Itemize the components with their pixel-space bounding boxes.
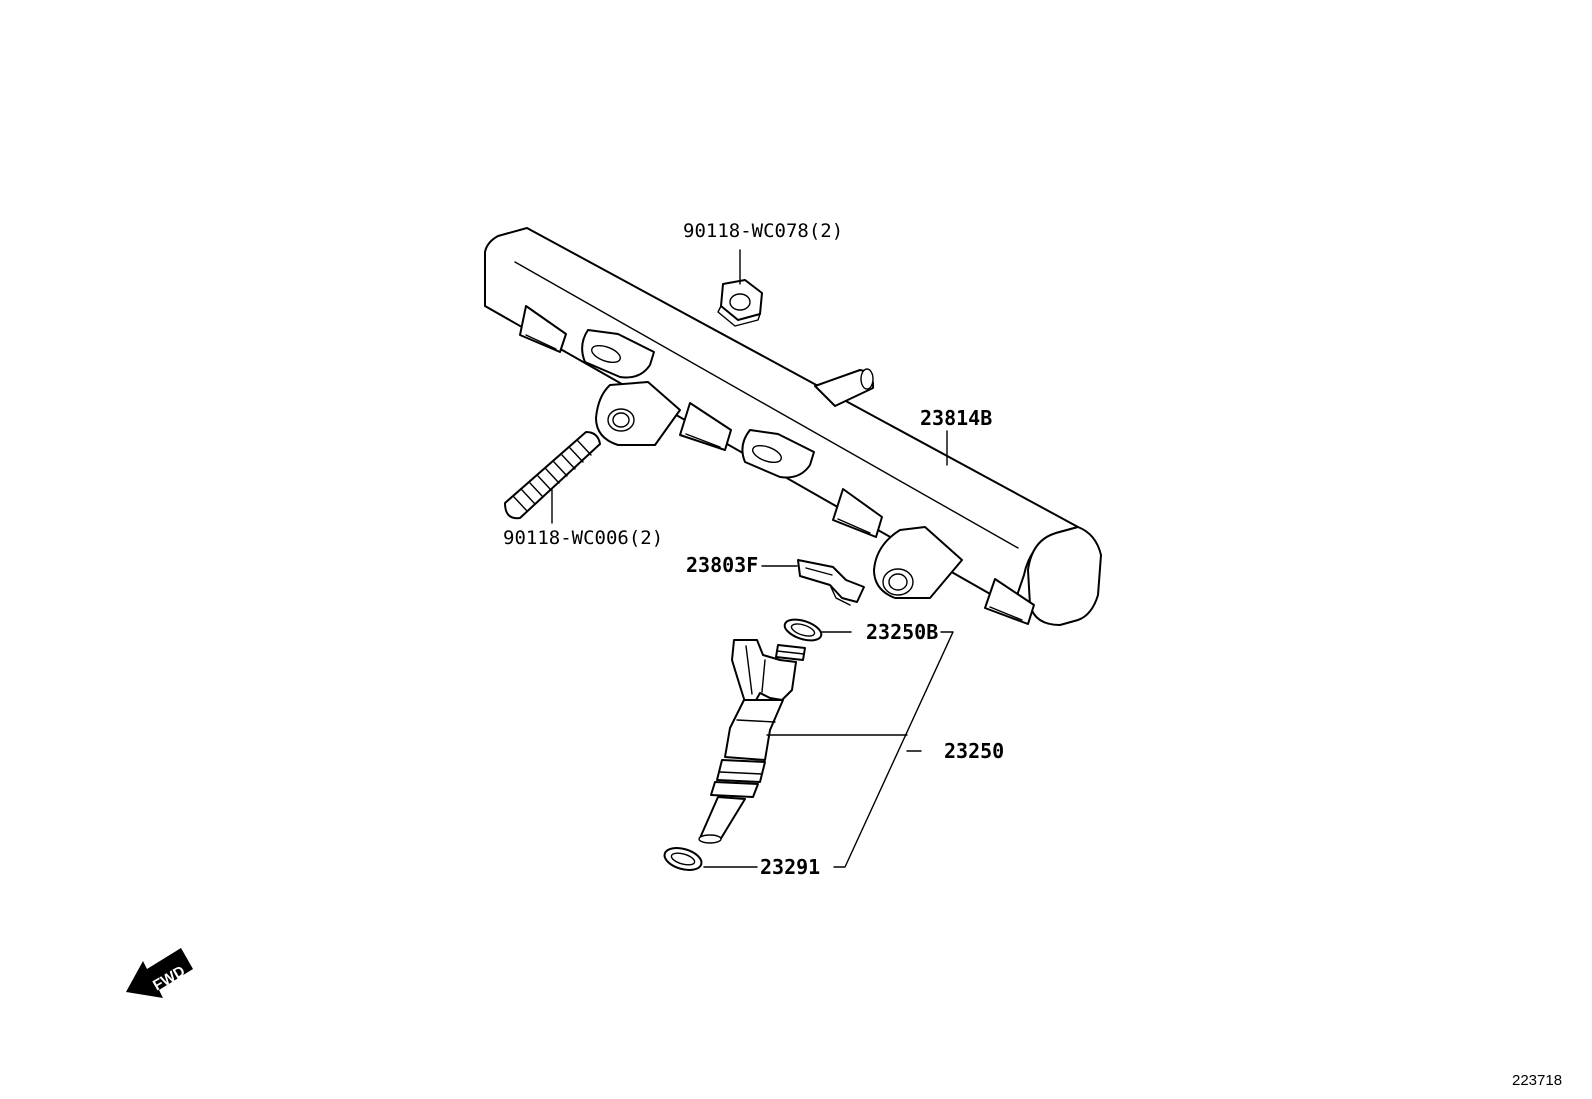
label-nut: 90118-WC078(2) <box>683 220 843 242</box>
nut-part <box>717 279 763 327</box>
label-clip: 23803F <box>686 553 758 577</box>
label-lower-o-ring: 23291 <box>760 855 820 879</box>
label-stud-bolt: 90118-WC006(2) <box>503 527 663 549</box>
lower-o-ring-part <box>663 847 703 871</box>
figure-number: 223718 <box>1512 1072 1562 1089</box>
leader-lines <box>551 249 954 868</box>
stud-bolt-part <box>504 431 601 520</box>
fuel-injector-part <box>698 639 806 844</box>
fwd-arrow-icon: FWD <box>126 948 193 998</box>
fuel-rail-part <box>484 227 1102 626</box>
label-injector: 23250 <box>944 739 1004 763</box>
label-upper-o-ring: 23250B <box>866 620 938 644</box>
injector-clip-part <box>797 559 865 606</box>
label-fuel-rail: 23814B <box>920 406 992 430</box>
upper-o-ring-part <box>783 618 823 642</box>
